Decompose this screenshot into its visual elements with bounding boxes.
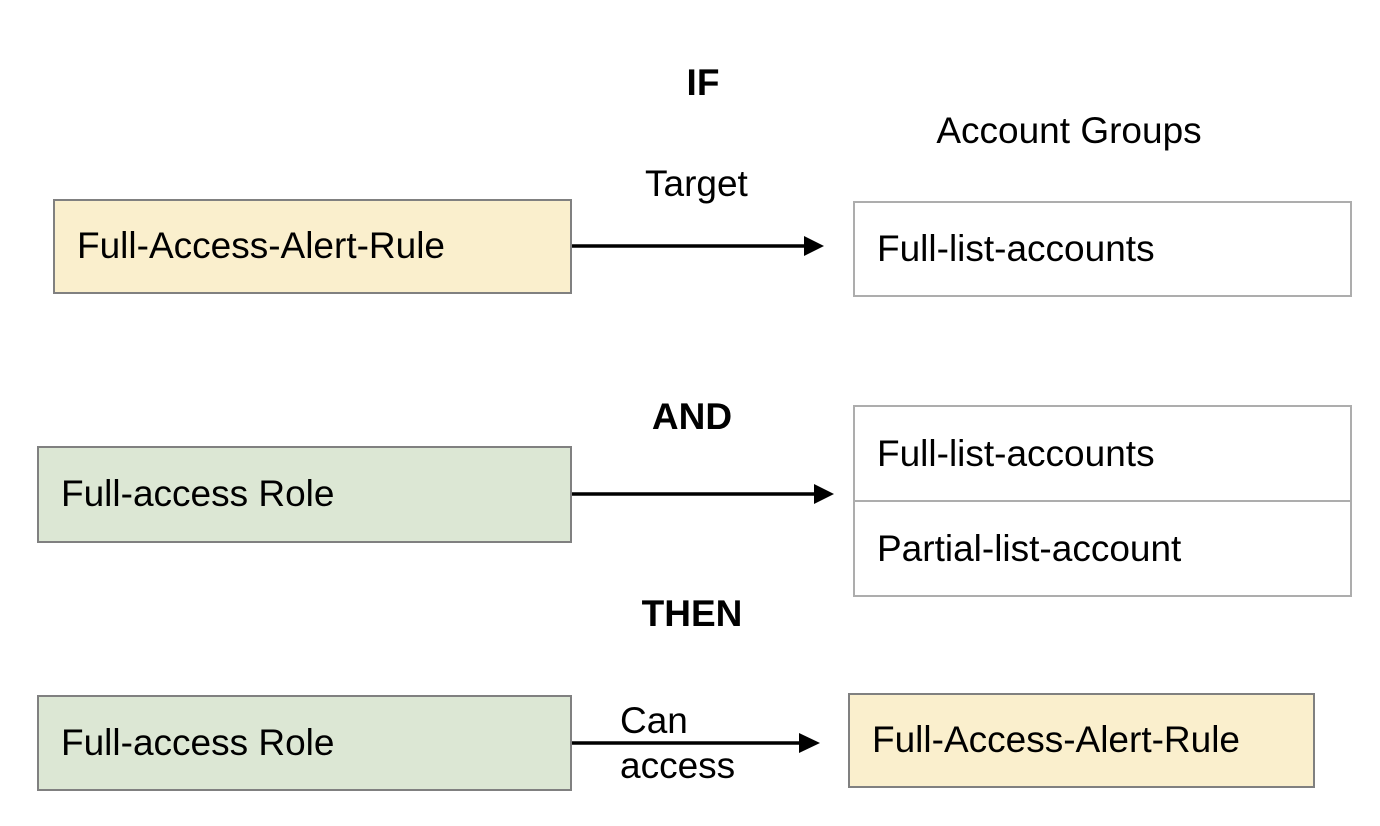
connector-and-arrow [572, 479, 837, 509]
node-full-access-role-source-then[interactable]: Full-access Role [37, 695, 572, 791]
account-group-item[interactable]: Full-list-accounts [877, 432, 1155, 474]
edge-label-target: Target [645, 163, 748, 204]
account-group-table-2: Full-list-accounts Partial-list-account [853, 405, 1352, 597]
connector-if-arrow [572, 231, 827, 261]
node-full-access-role-source-and[interactable]: Full-access Role [37, 446, 572, 543]
node-label: Full-access Role [61, 721, 335, 763]
edge-label-access: access [620, 745, 736, 786]
account-group-item[interactable]: Partial-list-account [855, 500, 1350, 595]
operator-if-label: IF [686, 62, 720, 103]
connector-then-arrow [572, 728, 827, 758]
node-full-access-alert-rule-target[interactable]: Full-Access-Alert-Rule [848, 693, 1315, 788]
account-group-item[interactable]: Full-list-accounts [877, 228, 1155, 269]
node-label: Full-access Role [61, 473, 335, 515]
operator-and-label: AND [651, 396, 733, 437]
account-group-table-1: Full-list-accounts [853, 201, 1352, 297]
arrow-right-icon [572, 733, 820, 753]
arrow-right-icon [572, 484, 834, 504]
node-full-access-alert-rule-source[interactable]: Full-Access-Alert-Rule [53, 199, 572, 294]
edge-label-can: Can [620, 700, 688, 741]
operator-then-label: THEN [641, 593, 743, 634]
node-label: Full-Access-Alert-Rule [872, 719, 1241, 761]
arrow-right-icon [572, 236, 824, 256]
node-label: Full-Access-Alert-Rule [77, 225, 446, 267]
account-groups-header-label: Account Groups [936, 110, 1202, 151]
